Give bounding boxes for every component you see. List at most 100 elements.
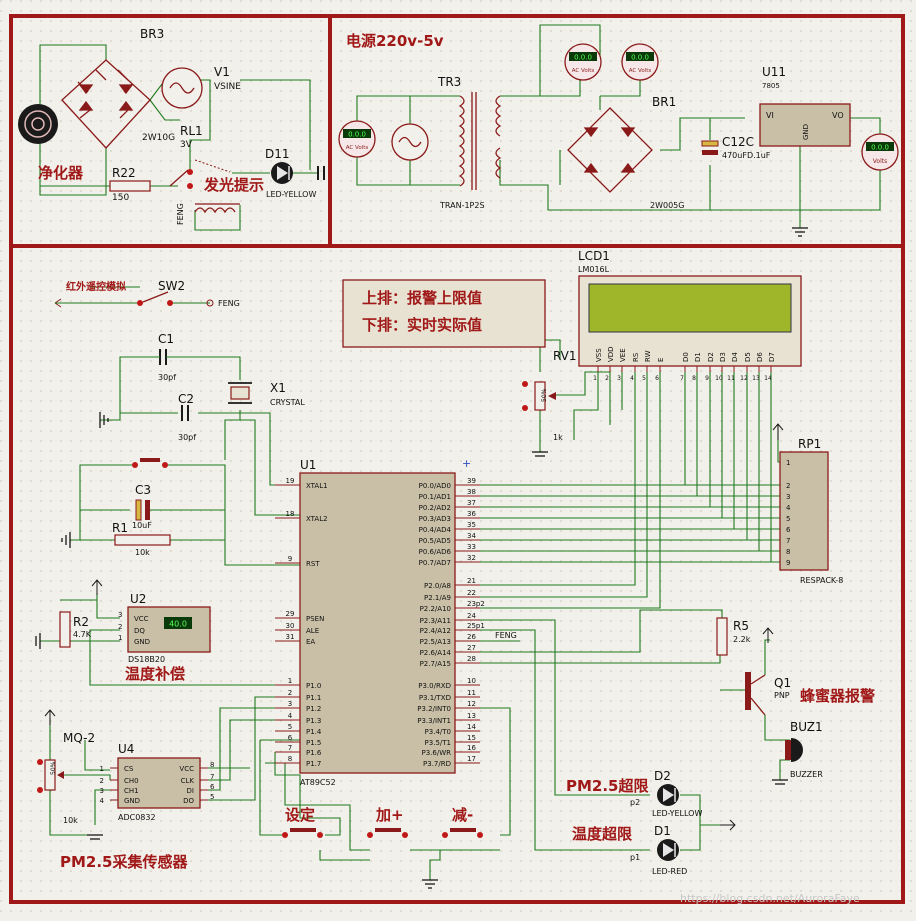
ac-meter-right-unit: AC Volts <box>629 68 652 74</box>
u1-pin-name: XTAL1 <box>306 482 328 490</box>
u1-label: U1 <box>300 458 316 472</box>
buz1-part: BUZZER <box>790 770 823 779</box>
u1-pin-name: P0.1/AD1 <box>419 493 451 501</box>
rp1-pin-number: 1 <box>786 459 790 467</box>
u1-pin-number: 6 <box>288 734 293 742</box>
rp1-pin-number: 7 <box>786 537 790 545</box>
lcd-pins: VSS1VDD2VEE3RS4RW5E6D07D18D29D310D411D51… <box>593 346 776 382</box>
u2-display <box>164 617 192 629</box>
capacitor-c12 <box>701 140 719 155</box>
ac-meter-mid-reading: 0.0.0 <box>574 54 592 62</box>
u1-pin-number: 30 <box>286 622 295 630</box>
lcd-pin-number: 7 <box>680 375 684 382</box>
button-add[interactable] <box>367 828 408 838</box>
q1-label: Q1 <box>774 676 791 690</box>
u1-pin-name: P0.2/AD2 <box>419 504 451 512</box>
resistor-r1 <box>114 534 171 546</box>
u1-pin-number: 16 <box>467 744 476 752</box>
power-title: 电源220v-5v <box>346 32 444 50</box>
adc-u4 <box>117 757 201 809</box>
button-sub[interactable] <box>442 828 483 838</box>
resistor-r2 <box>59 611 71 648</box>
buzzer-alarm-label: 蜂蜜器报警 <box>800 687 875 705</box>
mq2-label: MQ-2 <box>63 731 95 745</box>
br1-label: BR1 <box>652 95 676 109</box>
ac-meter-right-reading: 0.0.0 <box>631 54 649 62</box>
ac-meter-mid: 0.0.0 AC Volts <box>564 43 602 81</box>
u4-pin-number: 3 <box>100 787 104 795</box>
main-frame <box>9 244 905 904</box>
rp1-pin-number: 6 <box>786 526 791 534</box>
u1-pin-number: 25p1 <box>467 622 485 630</box>
u2-part: DS18B20 <box>128 655 165 664</box>
u2-reading: 40.0 <box>169 620 187 629</box>
tr3-label: TR3 <box>437 75 461 89</box>
u1-pin-name: P1.0 <box>306 682 321 690</box>
buzzer-buz1 <box>785 738 803 762</box>
power-arrow-u2 <box>91 579 103 595</box>
u1-pin-name: P0.4/AD4 <box>419 526 452 534</box>
u1-pin-number: 17 <box>467 755 476 763</box>
regulator-u11 <box>759 103 851 147</box>
rl1-label: RL1 <box>180 124 203 138</box>
u1-pin-number: 21 <box>467 577 476 585</box>
u11-gnd: GND <box>802 124 810 140</box>
r22-value: 150 <box>112 193 129 203</box>
u1-pin-name: P1.5 <box>306 739 321 747</box>
lcd-pin-number: 12 <box>740 375 748 382</box>
lcd1-label: LCD1 <box>578 249 610 263</box>
dc-meter-unit: Volts <box>873 158 887 165</box>
power-arrow-q1 <box>762 627 774 643</box>
u1-pin-number: 38 <box>467 488 476 496</box>
lcd-pin-name: D3 <box>719 352 727 362</box>
u1-pin-number: 27 <box>467 644 476 652</box>
sw2-feng: FENG <box>218 299 240 308</box>
section-frames <box>9 14 905 904</box>
led-d11 <box>271 162 293 184</box>
rp1-pin-number: 9 <box>786 559 790 567</box>
u1-pin-number: 2 <box>288 689 292 697</box>
u1-pin-number: 39 <box>467 477 476 485</box>
pot-rv1 <box>522 381 556 411</box>
u1-pin-name: P3.0/RXD <box>418 682 451 690</box>
rp1-pin-number: 8 <box>786 548 790 556</box>
u4-pin-number: 6 <box>210 783 215 791</box>
dc-meter: 0.0.0 Volts <box>861 133 899 171</box>
bridge-br3 <box>61 59 151 149</box>
sensor-u2 <box>127 606 211 653</box>
u4-pin-name: GND <box>124 797 140 805</box>
button-set[interactable] <box>282 828 323 838</box>
br3-label: BR3 <box>140 27 164 41</box>
lcd-pin-name: RS <box>632 352 640 362</box>
purifier-label: 净化器 <box>38 164 84 182</box>
d1-net: p1 <box>630 853 640 862</box>
lcd-pin-name: VSS <box>595 348 603 362</box>
d1-label: D1 <box>654 824 671 838</box>
u1-part: AT89C52 <box>300 778 336 787</box>
u1-pin-number: 1 <box>288 677 292 685</box>
buz1-label: BUZ1 <box>790 720 823 734</box>
u4-pin-name: DO <box>183 797 194 805</box>
u1-pin-name: P1.3 <box>306 717 321 725</box>
rp1-pin-number: 3 <box>786 493 790 501</box>
rv1-label: RV1 <box>553 349 577 363</box>
u4-pin-name: CLK <box>181 777 195 785</box>
rp1-part: RESPACK-8 <box>800 576 843 585</box>
ac-meter-left-reading: 0.0.0 <box>348 131 366 139</box>
source-v1 <box>161 67 203 109</box>
u1-pin-number: 23p2 <box>467 600 485 608</box>
u1-pin-number: 22 <box>467 589 476 597</box>
r2-label: R2 <box>73 615 89 629</box>
lcd-pin-number: 1 <box>593 375 597 382</box>
br3-part: 2W10G <box>142 133 175 143</box>
u4-pin-name: CS <box>124 765 134 773</box>
u2-pin-name: GND <box>134 638 150 646</box>
lcd-pin-name: VEE <box>619 348 627 362</box>
c12-value: 470uFD.1uF <box>722 151 771 160</box>
lcd-pin-name: D2 <box>707 352 715 362</box>
u1-pin-name: RST <box>306 560 320 568</box>
